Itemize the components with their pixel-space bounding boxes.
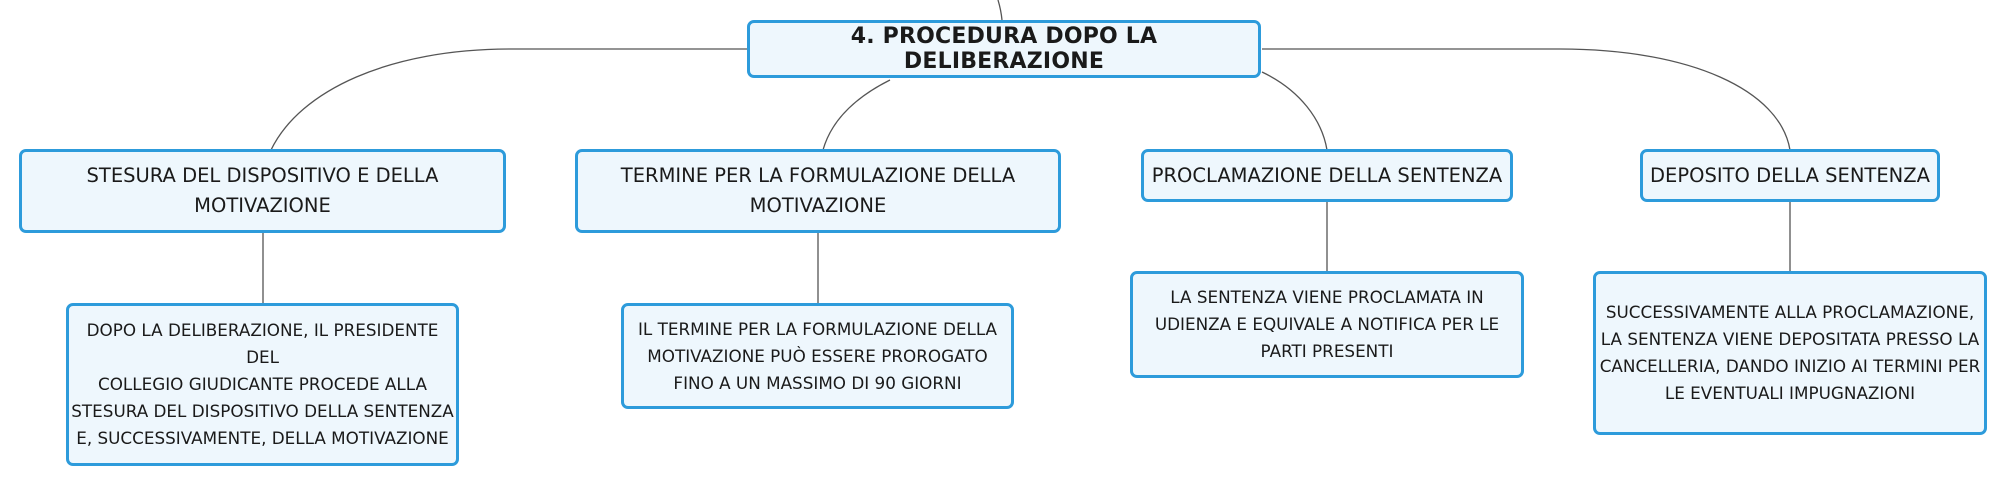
branch-node-termine[interactable]: TERMINE PER LA FORMULAZIONE DELLA MOTIVA… (575, 149, 1061, 233)
detail-node-text: SUCCESSIVAMENTE ALLA PROCLAMAZIONE, LA S… (1599, 302, 1981, 403)
root-node[interactable]: 4. PROCEDURA DOPO LA DELIBERAZIONE (747, 20, 1261, 78)
branch-node-deposito[interactable]: DEPOSITO DELLA SENTENZA (1640, 149, 1940, 202)
detail-node-text: LA SENTENZA VIENE PROCLAMATA IN UDIENZA … (1154, 287, 1500, 361)
detail-node-termine[interactable]: IL TERMINE PER LA FORMULAZIONE DELLA MOT… (621, 303, 1014, 409)
detail-node-text: DOPO LA DELIBERAZIONE, IL PRESIDENTE DEL… (71, 320, 454, 448)
detail-node-deposito[interactable]: SUCCESSIVAMENTE ALLA PROCLAMAZIONE, LA S… (1593, 271, 1987, 435)
connector-root-branch-2 (822, 79, 891, 151)
branch-node-label: DEPOSITO DELLA SENTENZA (1650, 163, 1930, 187)
detail-node-proclamazione[interactable]: LA SENTENZA VIENE PROCLAMATA IN UDIENZA … (1130, 271, 1524, 378)
connector-root-branch-4 (1262, 48, 1791, 151)
branch-node-label: PROCLAMAZIONE DELLA SENTENZA (1151, 163, 1503, 187)
branch-node-stesura[interactable]: STESURA DEL DISPOSITIVO E DELLA MOTIVAZI… (19, 149, 506, 233)
branch-node-label: TERMINE PER LA FORMULAZIONE DELLA MOTIVA… (620, 164, 1016, 217)
connector-root-branch-3 (1261, 71, 1328, 151)
root-node-label: 4. PROCEDURA DOPO LA DELIBERAZIONE (850, 24, 1158, 74)
branch-node-label: STESURA DEL DISPOSITIVO E DELLA MOTIVAZI… (86, 164, 439, 217)
detail-node-stesura[interactable]: DOPO LA DELIBERAZIONE, IL PRESIDENTE DEL… (66, 303, 459, 466)
detail-node-text: IL TERMINE PER LA FORMULAZIONE DELLA MOT… (637, 318, 998, 393)
branch-node-proclamazione[interactable]: PROCLAMAZIONE DELLA SENTENZA (1141, 149, 1513, 202)
connector-root-branch-1 (270, 48, 748, 151)
connector-root-incoming (997, 0, 1003, 21)
